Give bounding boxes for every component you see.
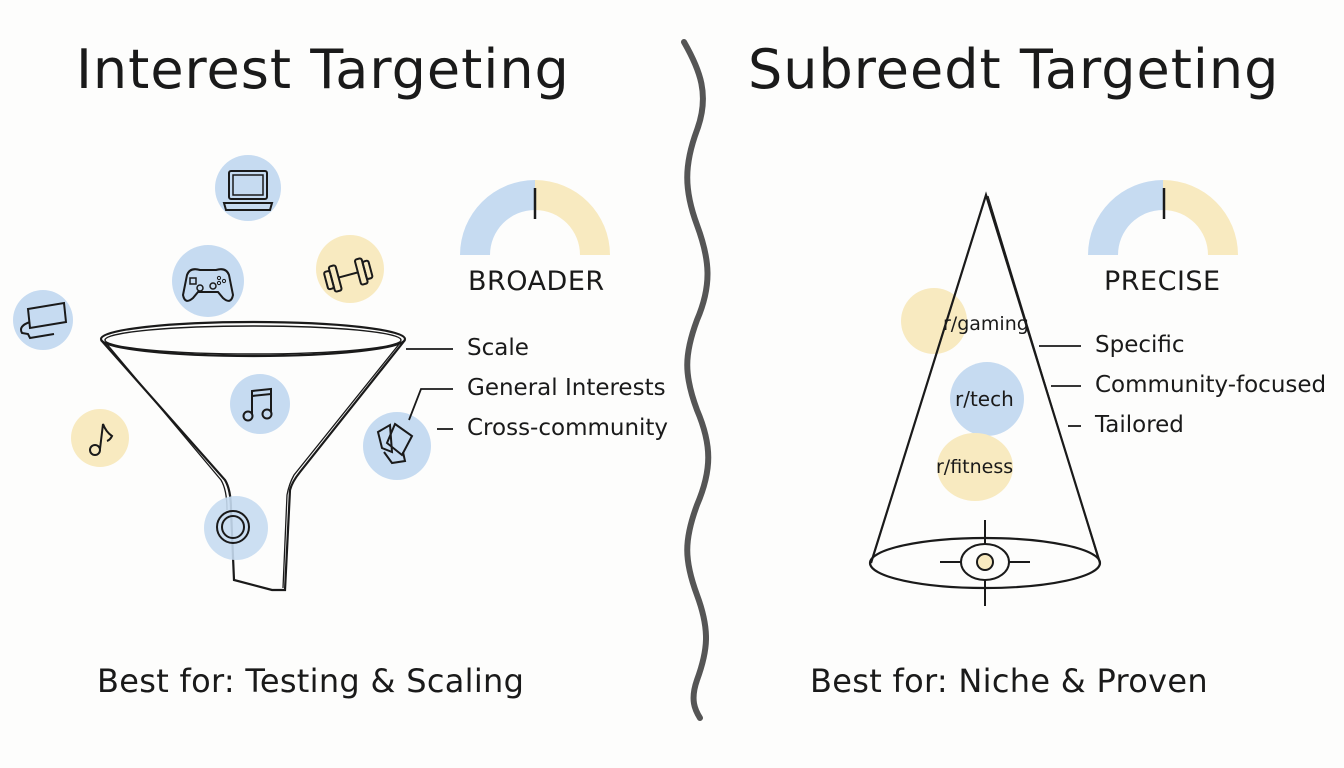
- right-title: Subreedt Targeting: [748, 38, 1280, 101]
- right-best-for: Best for: Niche & Proven: [810, 662, 1208, 700]
- crosshair-target-icon: [940, 520, 1030, 606]
- feature-cross-community: Cross-community: [467, 415, 669, 441]
- dumbbell-icon: [316, 235, 384, 303]
- feature-community-focused: Community-focused: [1095, 372, 1327, 398]
- broader-label: BROADER: [468, 266, 605, 297]
- cone-shape: [868, 191, 1102, 590]
- left-title: Interest Targeting: [76, 38, 570, 101]
- feature-general-interests: General Interests: [467, 375, 666, 401]
- devices-icon: [13, 290, 73, 350]
- subreddit-fitness: r/fitness: [936, 456, 1014, 478]
- subreddit-gaming: r/gaming: [943, 313, 1029, 335]
- feature-specific: Specific: [1095, 332, 1185, 358]
- precise-label: PRECISE: [1104, 266, 1221, 297]
- right-leader-lines: [1039, 345, 1081, 427]
- gamepad-icon: [172, 245, 244, 317]
- feature-tailored: Tailored: [1095, 412, 1184, 438]
- wavy-divider: [681, 39, 712, 721]
- cube-icon: [363, 412, 431, 480]
- precise-gauge: [1088, 180, 1238, 255]
- left-leader-lines: [406, 348, 453, 430]
- broader-gauge: [460, 180, 610, 255]
- music-note-icon: [71, 409, 129, 467]
- left-best-for: Best for: Testing & Scaling: [97, 662, 525, 700]
- feature-scale: Scale: [467, 335, 529, 361]
- target-ring-icon: [204, 496, 268, 560]
- music-notes-icon: [230, 374, 290, 434]
- subreddit-tech: r/tech: [955, 387, 1014, 411]
- laptop-icon: [215, 155, 281, 221]
